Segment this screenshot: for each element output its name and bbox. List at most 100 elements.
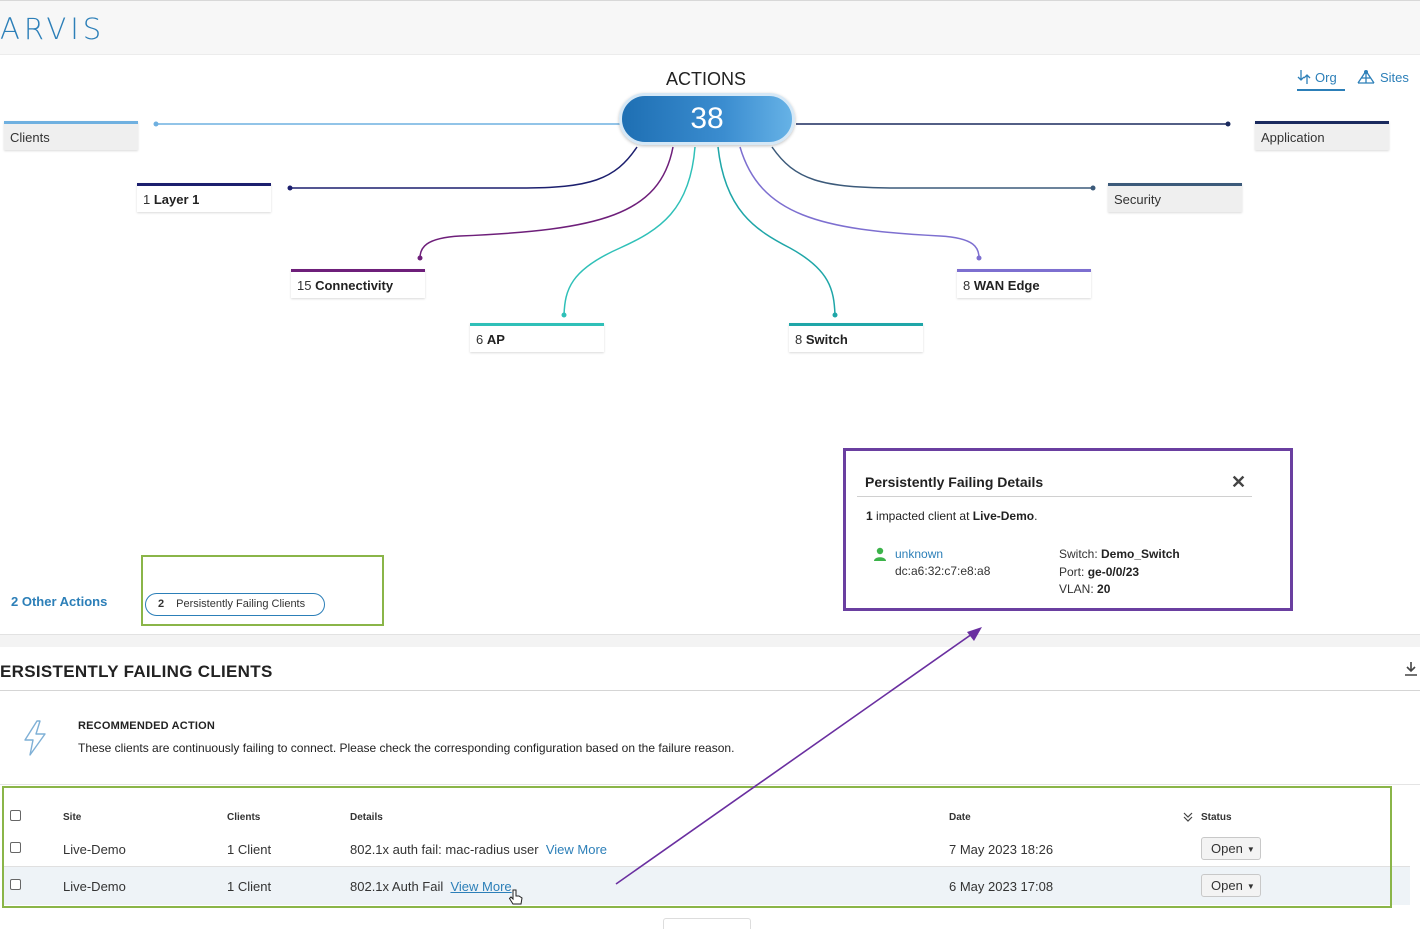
status-dropdown[interactable]: Open▼ — [1201, 837, 1261, 860]
section-title: ERSISTENTLY FAILING CLIENTS — [0, 662, 273, 681]
client-mac: dc:a6:32:c7:e8:a8 — [895, 564, 991, 578]
category-layer1-label: Layer 1 — [153, 192, 200, 207]
popup-summary-site: Live-Demo — [972, 509, 1035, 523]
scope-sites-toggle[interactable]: Sites — [1356, 69, 1409, 85]
category-switch-label: Switch — [805, 332, 848, 347]
row-details-text: 802.1x auth fail: mac-radius user — [350, 842, 539, 857]
popup-summary: 1 impacted client at Live-Demo. — [866, 509, 1037, 523]
row-clients: 1 Client — [227, 842, 272, 857]
category-ap-label: AP — [486, 332, 505, 347]
category-switch-count: 8 — [795, 332, 803, 347]
scope-org-label: Org — [1315, 69, 1337, 85]
row-site: Live-Demo — [63, 879, 126, 894]
popup-port: Port: ge-0/0/23 — [1059, 565, 1139, 579]
category-application-label: Application — [1261, 130, 1325, 145]
scope-org-toggle[interactable]: Org — [1297, 69, 1345, 91]
client-name-link[interactable]: unknown — [895, 547, 944, 561]
category-switch[interactable]: 8 Switch — [789, 323, 923, 352]
status-value: Open — [1211, 841, 1243, 856]
category-connectivity-count: 15 — [297, 278, 312, 293]
person-icon — [874, 547, 886, 561]
popup-summary-end: . — [1034, 509, 1038, 523]
category-connectivity[interactable]: 15 Connectivity — [291, 269, 425, 298]
row-details: 802.1x Auth Fail View More — [350, 879, 512, 894]
popup-switch-value: Demo_Switch — [1101, 547, 1180, 561]
popup-vlan-value: 20 — [1097, 582, 1111, 596]
wan-connector — [739, 146, 980, 259]
popup-switch-label: Switch: — [1059, 547, 1102, 561]
other-actions-link[interactable]: 2 Other Actions — [11, 594, 108, 609]
column-header-status[interactable]: Status — [1201, 812, 1232, 823]
view-more-link[interactable]: View More — [545, 842, 608, 857]
category-wan-edge-count: 8 — [963, 278, 971, 293]
persistently-failing-details-popup — [843, 448, 1293, 611]
category-wan-edge[interactable]: 8 WAN Edge — [957, 269, 1091, 298]
row-checkbox[interactable] — [10, 879, 21, 890]
top-bar — [0, 0, 1420, 55]
security-connector — [771, 146, 1093, 189]
category-clients[interactable]: Clients — [4, 121, 138, 150]
actions-connector-lines — [153, 121, 1231, 318]
status-dropdown[interactable]: Open▼ — [1201, 874, 1261, 897]
popup-port-value: ge-0/0/23 — [1087, 565, 1140, 579]
popup-summary-count: 1 — [866, 509, 873, 523]
row-date: 6 May 2023 17:08 — [949, 879, 1054, 894]
layer1-connector — [290, 146, 638, 189]
highlight-box-tag — [141, 555, 384, 626]
sites-icon — [1357, 70, 1375, 84]
popup-switch: Switch: Demo_Switch — [1059, 547, 1180, 561]
category-connectivity-label: Connectivity — [315, 278, 394, 293]
scope-sites-label: Sites — [1380, 69, 1409, 85]
download-icon[interactable] — [1404, 661, 1418, 677]
category-layer1[interactable]: 1 Layer 1 — [137, 183, 271, 212]
sort-descending-icon[interactable] — [1183, 812, 1193, 822]
category-security[interactable]: Security — [1108, 183, 1242, 212]
category-security-label: Security — [1114, 192, 1161, 207]
lightning-icon — [24, 720, 46, 756]
category-ap[interactable]: 6 AP — [470, 323, 604, 352]
column-header-site[interactable]: Site — [63, 812, 82, 823]
row-details: 802.1x auth fail: mac-radius user View M… — [350, 842, 607, 857]
column-header-details[interactable]: Details — [350, 812, 383, 823]
close-icon[interactable]: ✕ — [1231, 472, 1247, 492]
switch-connector — [717, 146, 836, 316]
highlight-box-table — [2, 786, 1392, 908]
row-date: 7 May 2023 18:26 — [949, 842, 1054, 857]
caret-down-icon: ▼ — [1246, 845, 1255, 854]
section-divider — [0, 690, 1420, 691]
org-icon — [1297, 70, 1311, 84]
caret-down-icon: ▼ — [1246, 882, 1255, 891]
hand-cursor-icon — [508, 889, 523, 905]
popup-port-label: Port: — [1059, 565, 1088, 579]
category-layer1-count: 1 — [143, 192, 151, 207]
section-separator — [0, 634, 1420, 647]
category-application[interactable]: Application — [1255, 121, 1389, 150]
status-value: Open — [1211, 878, 1243, 893]
recommended-action-text: These clients are continuously failing t… — [78, 741, 735, 755]
popup-title: Persistently Failing Details — [865, 474, 1044, 490]
tag-label: Persistently Failing Clients — [176, 598, 306, 610]
view-more-link[interactable]: View More — [450, 879, 512, 894]
persistently-failing-clients-tag[interactable]: 2 Persistently Failing Clients — [145, 593, 325, 616]
row-checkbox[interactable] — [10, 842, 21, 853]
popup-summary-text: impacted client at — [872, 509, 973, 523]
popup-vlan: VLAN: 20 — [1059, 582, 1110, 596]
recommendation-divider — [0, 784, 1420, 785]
row-site: Live-Demo — [63, 842, 126, 857]
category-ap-count: 6 — [476, 332, 484, 347]
recommended-action-title: RECOMMENDED ACTION — [78, 720, 216, 732]
popup-vlan-label: VLAN: — [1059, 582, 1098, 596]
app-logo: ARVIS — [0, 12, 106, 46]
tag-count: 2 — [158, 598, 165, 610]
actions-title: ACTIONS — [665, 69, 746, 89]
select-all-checkbox[interactable] — [10, 810, 21, 821]
bottom-tab — [663, 918, 751, 929]
row-details-text: 802.1x Auth Fail — [350, 879, 444, 894]
connectivity-connector — [419, 146, 674, 259]
row-clients: 1 Client — [227, 879, 272, 894]
ap-connector — [563, 146, 696, 316]
actions-total-pill[interactable]: 38 — [619, 93, 795, 145]
column-header-clients[interactable]: Clients — [227, 812, 261, 823]
category-clients-label: Clients — [10, 130, 50, 145]
category-wan-edge-label: WAN Edge — [973, 278, 1040, 293]
